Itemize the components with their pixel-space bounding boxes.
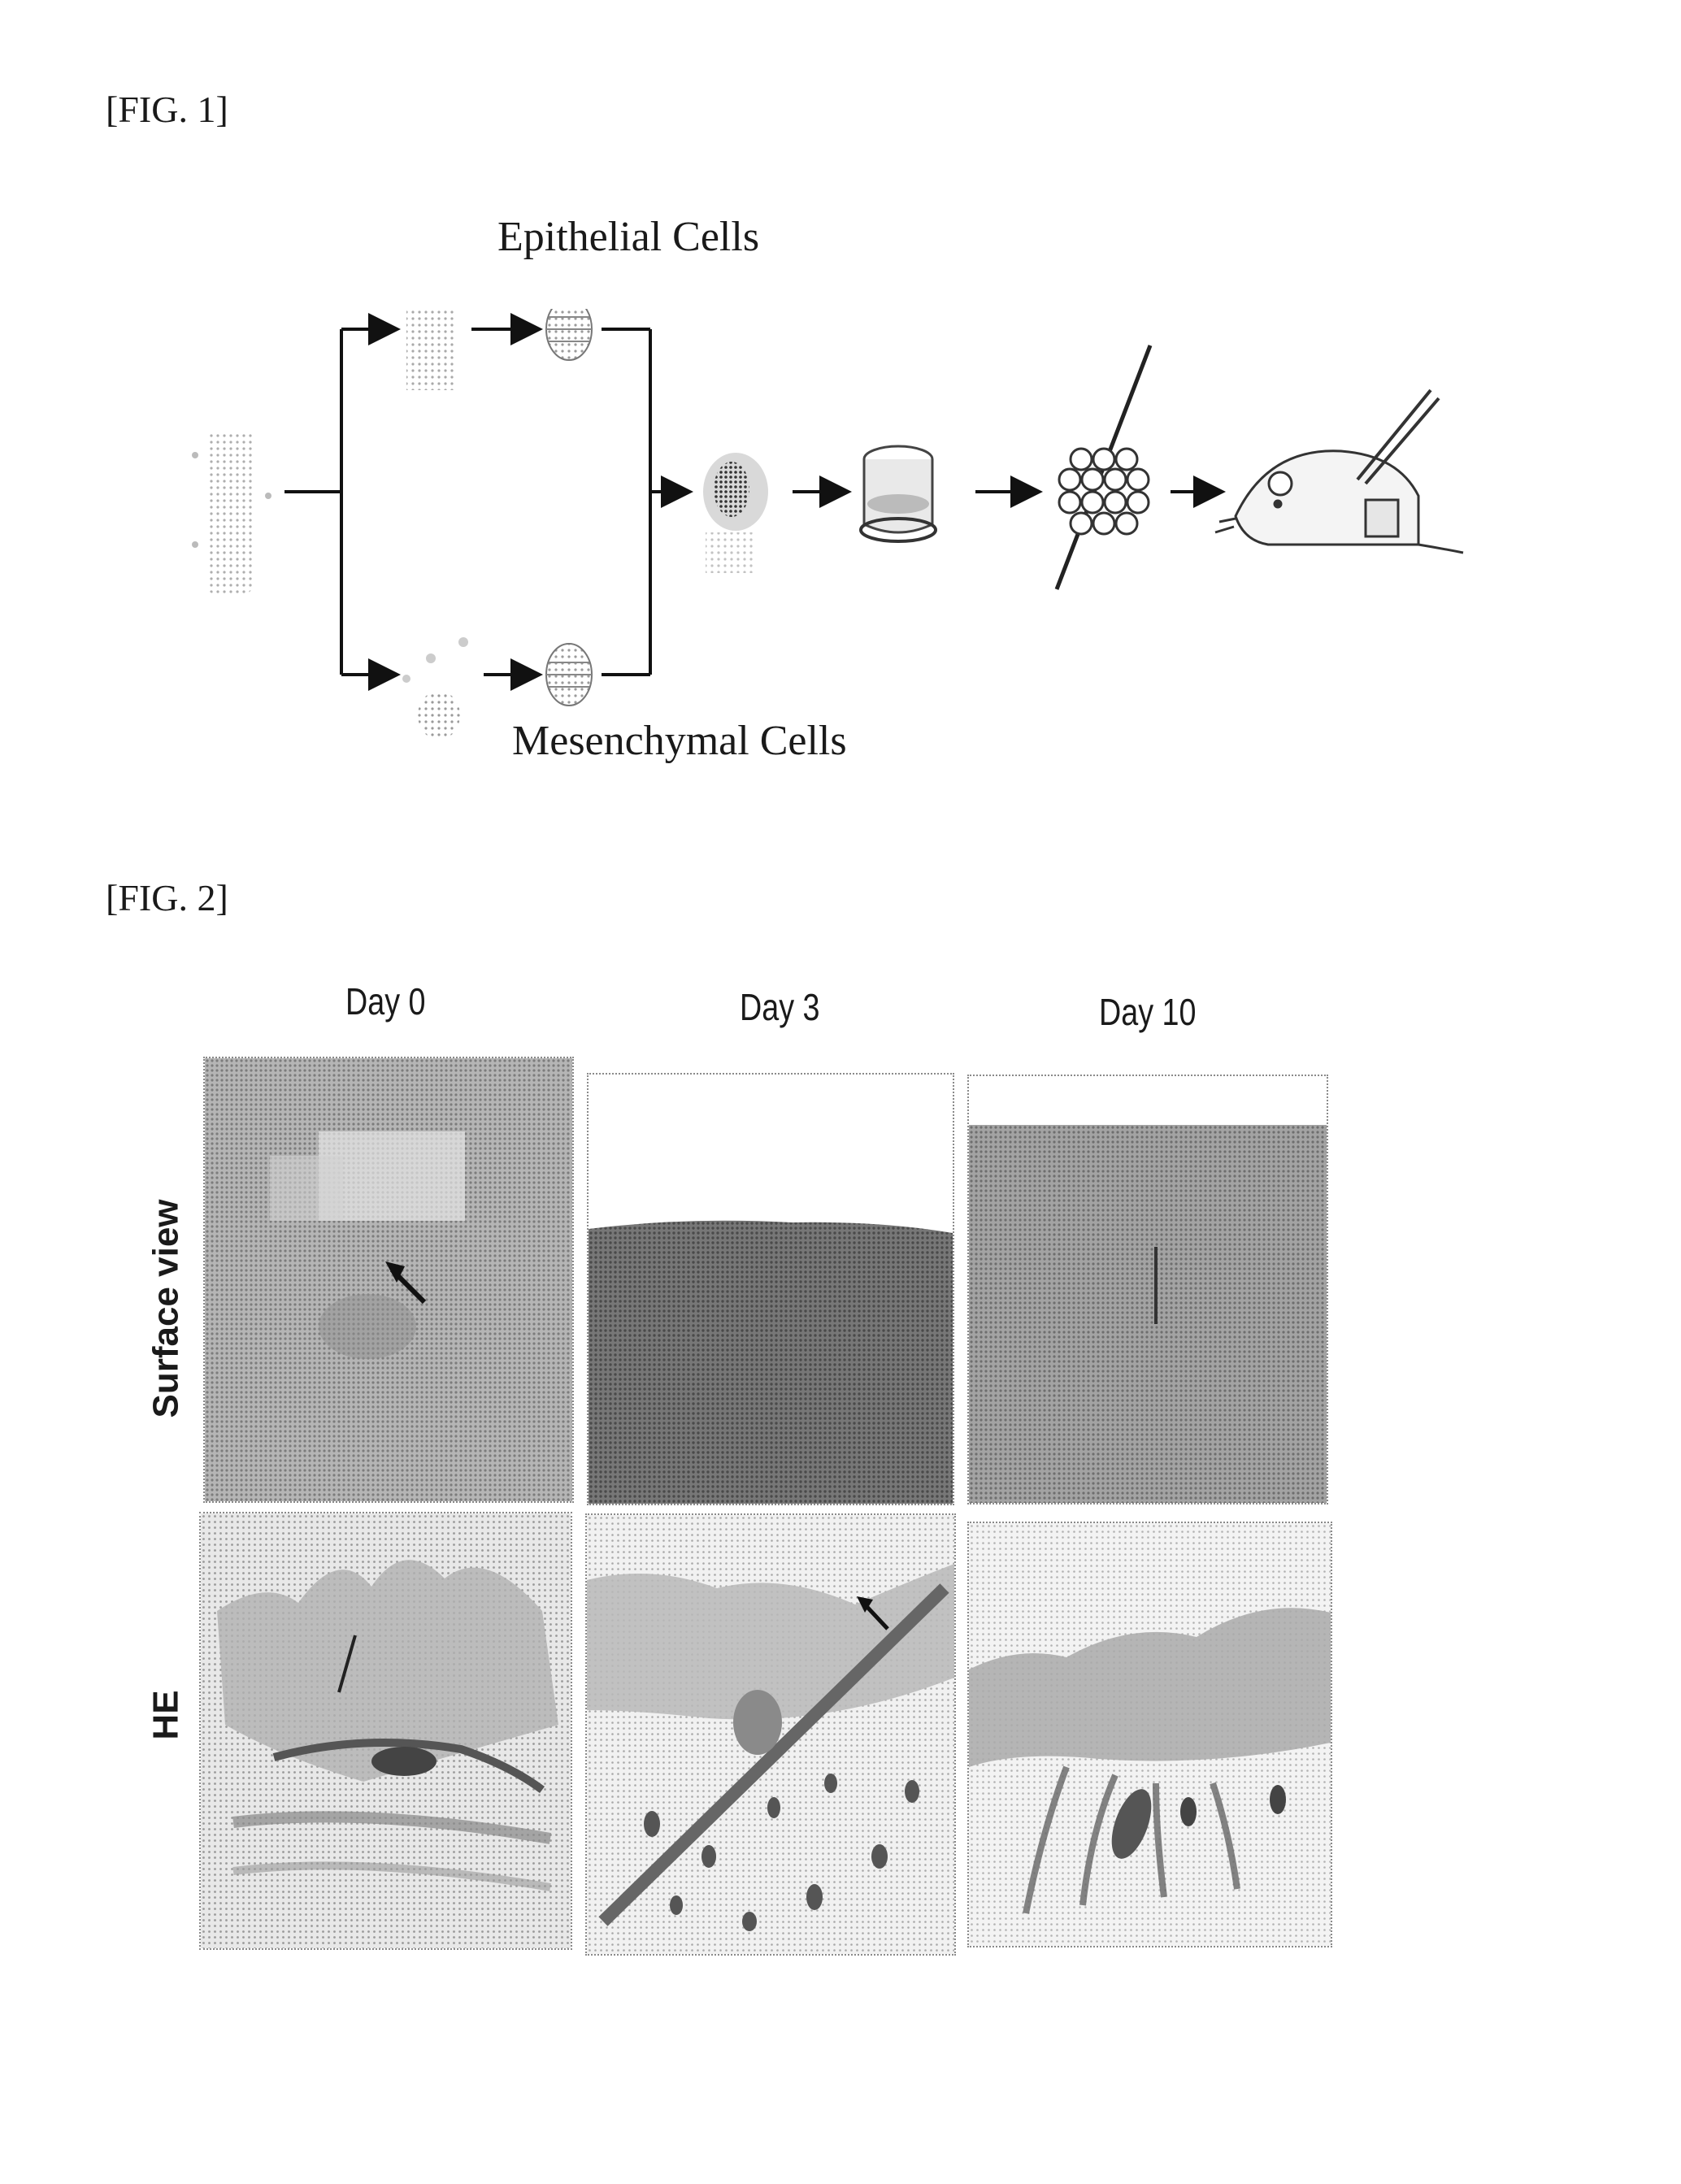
culture-vessel-icon bbox=[859, 445, 937, 543]
cell-array-icon bbox=[1054, 345, 1153, 590]
he-day3-image bbox=[585, 1513, 956, 1956]
column-label-day10: Day 10 bbox=[1099, 991, 1197, 1033]
column-label-day0: Day 0 bbox=[345, 980, 426, 1023]
fig2-label: [FIG. 2] bbox=[106, 877, 228, 918]
epithelial-cells-label: Epithelial Cells bbox=[497, 214, 760, 260]
tissue-source-icon bbox=[192, 431, 271, 593]
surface-day10-image bbox=[967, 1075, 1328, 1504]
he-day10-image bbox=[967, 1522, 1332, 1947]
epithelial-tissue-icon bbox=[406, 309, 455, 390]
mesenchymal-cells-icon bbox=[402, 637, 468, 740]
fig1-workflow-diagram bbox=[192, 309, 1464, 740]
surface-day3-image bbox=[587, 1073, 954, 1505]
he-day0-image bbox=[199, 1512, 572, 1950]
row-label-he: HE bbox=[146, 1690, 186, 1740]
cell-aggregate-icon bbox=[703, 453, 768, 573]
mouse-transplant-icon bbox=[1214, 389, 1464, 554]
row-label-surface-view: Surface view bbox=[146, 1199, 186, 1418]
column-label-day3: Day 3 bbox=[740, 986, 820, 1028]
epithelial-cell-cluster-icon bbox=[545, 309, 593, 361]
surface-day0-image bbox=[203, 1057, 574, 1503]
mesenchymal-cell-cluster-icon bbox=[545, 643, 593, 706]
mesenchymal-cells-label: Mesenchymal Cells bbox=[512, 718, 847, 764]
fig1-label: [FIG. 1] bbox=[106, 89, 228, 130]
